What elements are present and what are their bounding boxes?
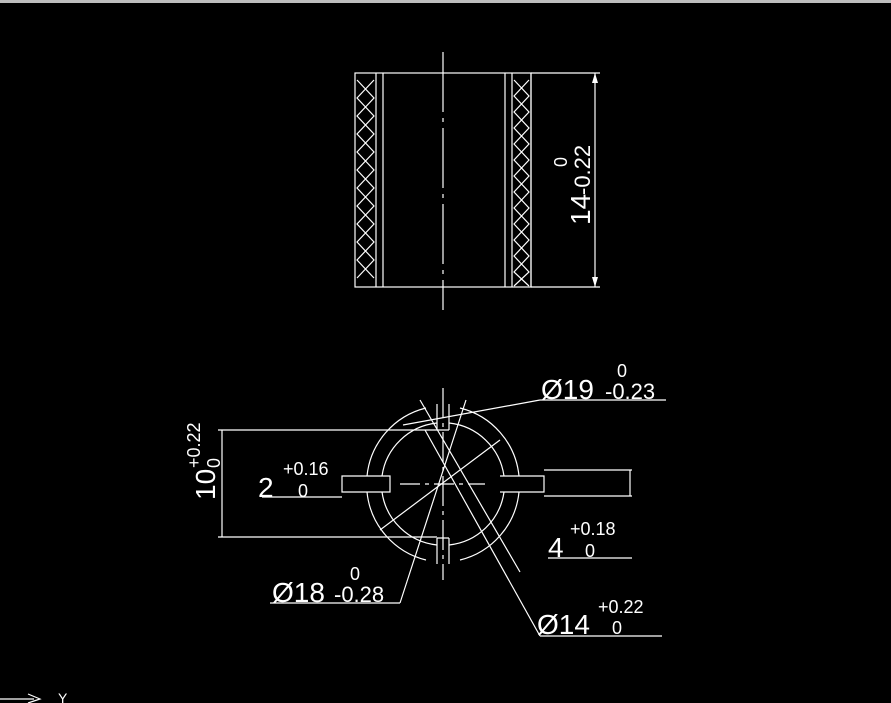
height-dim-lower: -0.22 [570, 145, 595, 195]
front-view [218, 388, 666, 637]
left-wall-hatch-2 [356, 79, 375, 279]
bore-dia-nominal: Ø14 [537, 609, 590, 640]
right-wall-hatch-2 [513, 79, 530, 287]
leader-inner [419, 399, 521, 573]
left-slot [341, 475, 391, 493]
ucs-icon: Y [0, 690, 68, 703]
dim-arrow-top [592, 73, 598, 83]
leader-diag [379, 439, 501, 531]
outer-circle [366, 407, 520, 561]
outer-dia-nominal: Ø19 [541, 374, 594, 405]
mid-dia-nominal: Ø18 [272, 577, 325, 608]
width-dim-upper: +0.22 [184, 422, 204, 468]
right-slot-lower: 0 [585, 541, 595, 561]
left-slot-upper: +0.16 [283, 459, 329, 479]
right-slot-nominal: 4 [548, 532, 564, 563]
left-slot-nominal: 2 [258, 472, 274, 503]
right-wall-hatch [513, 79, 530, 287]
leader-mid [399, 399, 467, 604]
left-slot-lower: 0 [298, 481, 308, 501]
bore-dia-upper: +0.22 [598, 597, 644, 617]
mid-dia-lower: -0.28 [334, 582, 384, 607]
outer-dia-upper: 0 [617, 361, 627, 381]
height-dim-upper: 0 [551, 157, 571, 167]
width-dim-nominal: 10 [190, 469, 221, 500]
ucs-axis-label: Y [58, 690, 68, 703]
dim-arrow-bottom [592, 277, 598, 287]
side-view: 14 0 -0.22 [354, 52, 600, 310]
inner-circle [381, 422, 505, 546]
right-slot-upper: +0.18 [570, 519, 616, 539]
leader-outer [402, 399, 541, 426]
dimension-labels: Ø19 0 -0.23 Ø18 0 -0.28 Ø14 +0.22 0 10 +… [184, 361, 655, 640]
mid-dia-upper: 0 [350, 564, 360, 584]
bore-dia-lower: 0 [612, 618, 622, 638]
width-dim-lower: 0 [204, 458, 224, 468]
height-dim-nominal: 14 [565, 194, 596, 225]
ucs-arrowhead-icon [27, 693, 42, 703]
outer-dia-lower: -0.23 [605, 379, 655, 404]
leader-bore [424, 429, 541, 637]
right-slot [500, 475, 545, 493]
window-top-edge [0, 0, 891, 3]
